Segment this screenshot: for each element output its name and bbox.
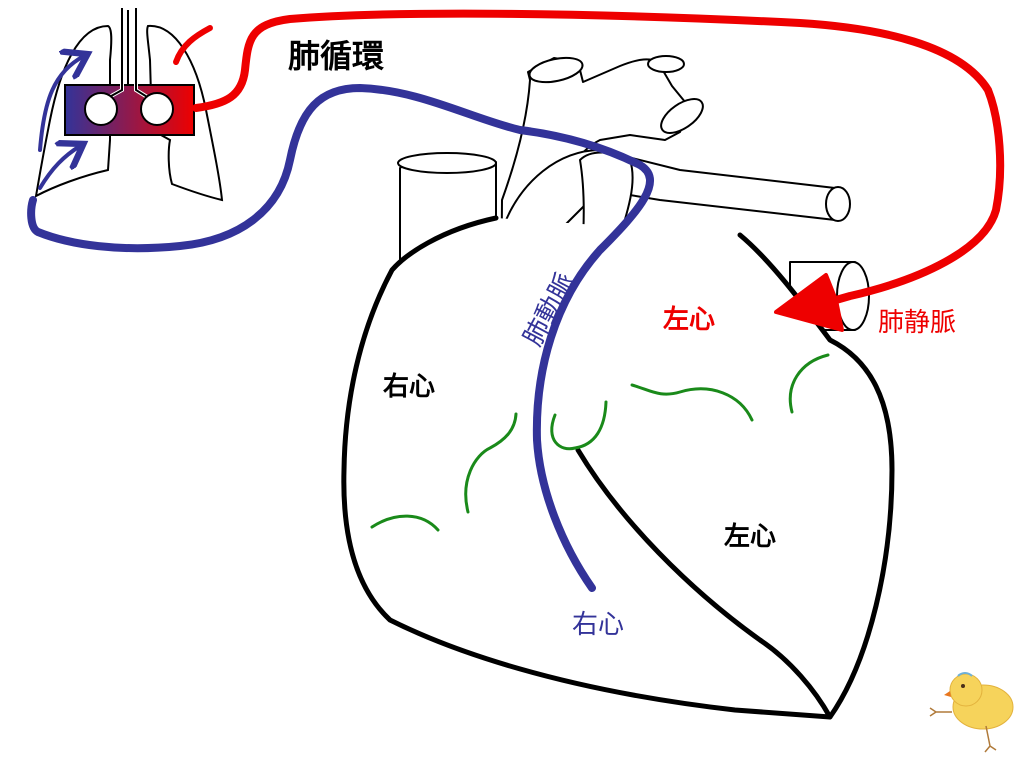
label-pulmonary-vein: 肺静脈	[878, 308, 957, 338]
heart-outline	[341, 215, 895, 720]
superior-vena-cava-opening	[397, 152, 497, 174]
label-right-heart: 右心	[383, 372, 436, 402]
label-left-heart-red: 左心	[663, 305, 716, 335]
trachea	[121, 8, 137, 84]
oxygenated-blood-path	[173, 9, 1005, 332]
pulmonary-artery-opening	[825, 186, 851, 222]
lung-arrows	[38, 56, 84, 190]
arrow-head-pulmonary-vein	[774, 273, 844, 332]
chick-mascot-icon	[929, 672, 1014, 753]
left-lung-outline	[146, 24, 224, 202]
lung-arrow-lower	[38, 146, 80, 190]
interventricular-septum	[575, 447, 833, 720]
label-right-heart-blue: 右心	[572, 610, 625, 640]
deoxygenated-blood-path	[27, 84, 654, 592]
aorta-branch-2	[647, 55, 685, 73]
coronary-vessels	[370, 353, 830, 532]
lung-arrow-upper	[38, 56, 84, 152]
aorta-branch-1	[528, 56, 584, 84]
diagram-title: 肺循環	[288, 37, 385, 75]
label-left-heart: 左心	[724, 522, 777, 552]
aorta-branch-3	[660, 98, 704, 134]
heart-icon	[341, 215, 895, 720]
bronchi-alveoli	[84, 82, 174, 126]
